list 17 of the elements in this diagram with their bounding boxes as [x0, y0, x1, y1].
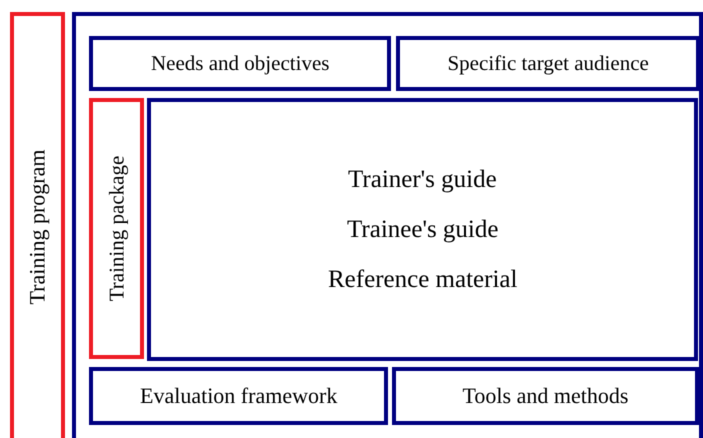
box-label: Trainer's guide	[348, 166, 497, 194]
box-label: Reference material	[328, 266, 518, 294]
text-box	[396, 36, 700, 91]
frame-box	[72, 12, 703, 438]
box-label: Evaluation framework	[140, 383, 338, 409]
text-box	[10, 12, 65, 438]
box-label: Trainee's guide	[347, 216, 498, 244]
text-box	[392, 367, 699, 425]
text-box	[89, 98, 144, 359]
box-label: Needs and objectives	[151, 51, 330, 76]
box-label: Training program	[24, 150, 50, 304]
text-box	[89, 367, 388, 425]
text-box	[89, 36, 391, 91]
box-label: Training package	[104, 156, 129, 302]
text-box	[147, 98, 698, 361]
box-label: Specific target audience	[448, 51, 649, 76]
box-label: Tools and methods	[462, 383, 628, 409]
